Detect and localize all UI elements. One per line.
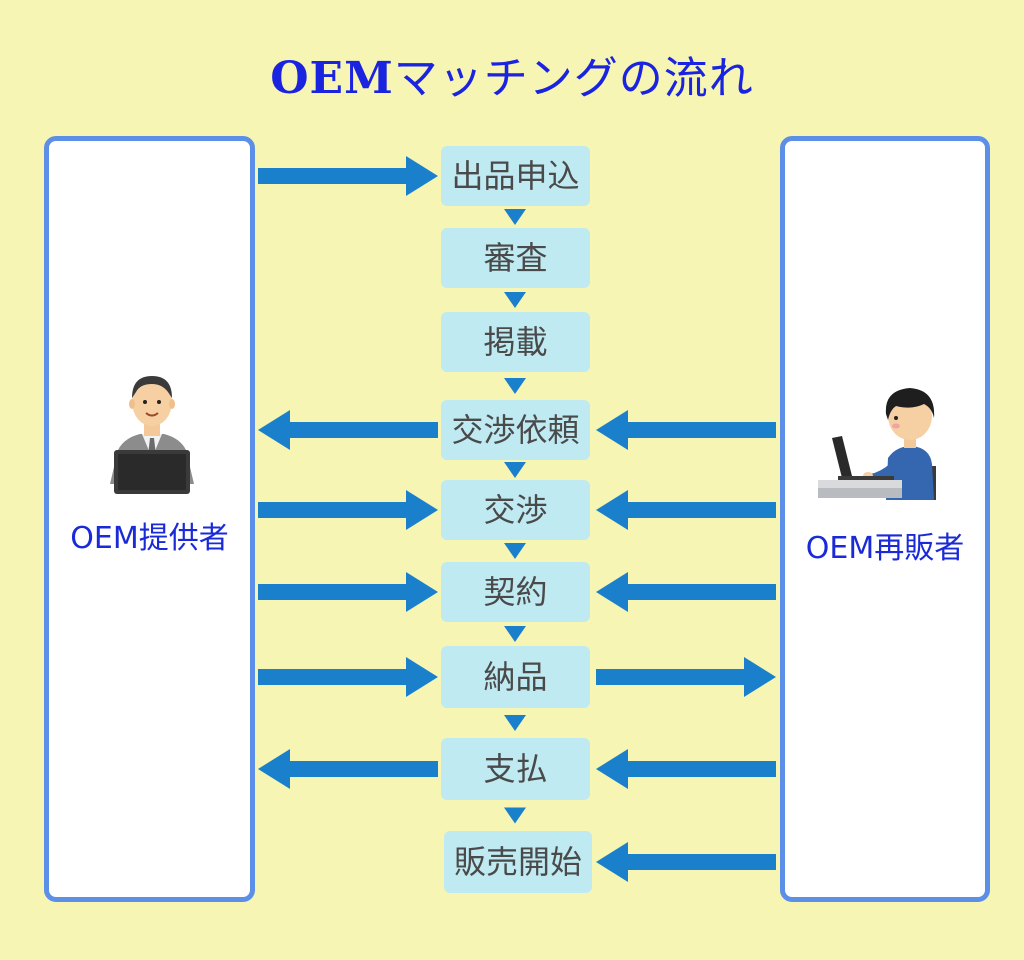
step-box: 支払 bbox=[441, 738, 590, 800]
step-box: 掲載 bbox=[441, 312, 590, 372]
reseller-to-step-arrow bbox=[596, 410, 776, 450]
down-connector-arrow bbox=[504, 715, 526, 731]
down-connector-arrow bbox=[504, 378, 526, 394]
person-typing-laptop-icon bbox=[818, 388, 936, 500]
down-connector-arrow bbox=[504, 462, 526, 478]
provider-label: OEM提供者 bbox=[70, 521, 229, 556]
step-box: 審査 bbox=[441, 228, 590, 288]
reseller-to-step-arrow bbox=[596, 572, 776, 612]
step-box: 交渉依頼 bbox=[441, 400, 590, 460]
down-connector-arrow bbox=[504, 292, 526, 308]
reseller-to-step-arrow bbox=[596, 842, 776, 882]
provider-to-step-arrow bbox=[258, 490, 438, 530]
reseller-to-step-arrow bbox=[596, 749, 776, 789]
title-prefix: OEM bbox=[270, 53, 394, 104]
provider-to-step-arrow bbox=[258, 657, 438, 697]
down-connector-arrow bbox=[504, 807, 526, 824]
diagram-title: OEMマッチングの流れ bbox=[0, 42, 1024, 106]
step-box: 交渉 bbox=[441, 480, 590, 540]
provider-to-step-arrow bbox=[258, 156, 438, 196]
reseller-panel bbox=[780, 136, 990, 902]
step-box: 販売開始 bbox=[444, 831, 592, 893]
businessman-at-computer-icon bbox=[110, 376, 194, 494]
step-box: 納品 bbox=[441, 646, 590, 708]
down-connector-arrow bbox=[504, 209, 526, 225]
provider-panel bbox=[44, 136, 255, 902]
reseller-label: OEM再販者 bbox=[805, 531, 965, 566]
step-to-provider-arrow bbox=[258, 749, 438, 789]
provider-to-step-arrow bbox=[258, 572, 438, 612]
step-box: 出品申込 bbox=[441, 146, 590, 206]
title-rest: マッチングの流れ bbox=[393, 53, 754, 104]
down-connector-arrow bbox=[504, 543, 526, 559]
step-box: 契約 bbox=[441, 562, 590, 622]
reseller-to-step-arrow bbox=[596, 490, 776, 530]
down-connector-arrow bbox=[504, 626, 526, 642]
step-to-provider-arrow bbox=[258, 410, 438, 450]
step-to-reseller-arrow bbox=[596, 657, 776, 697]
